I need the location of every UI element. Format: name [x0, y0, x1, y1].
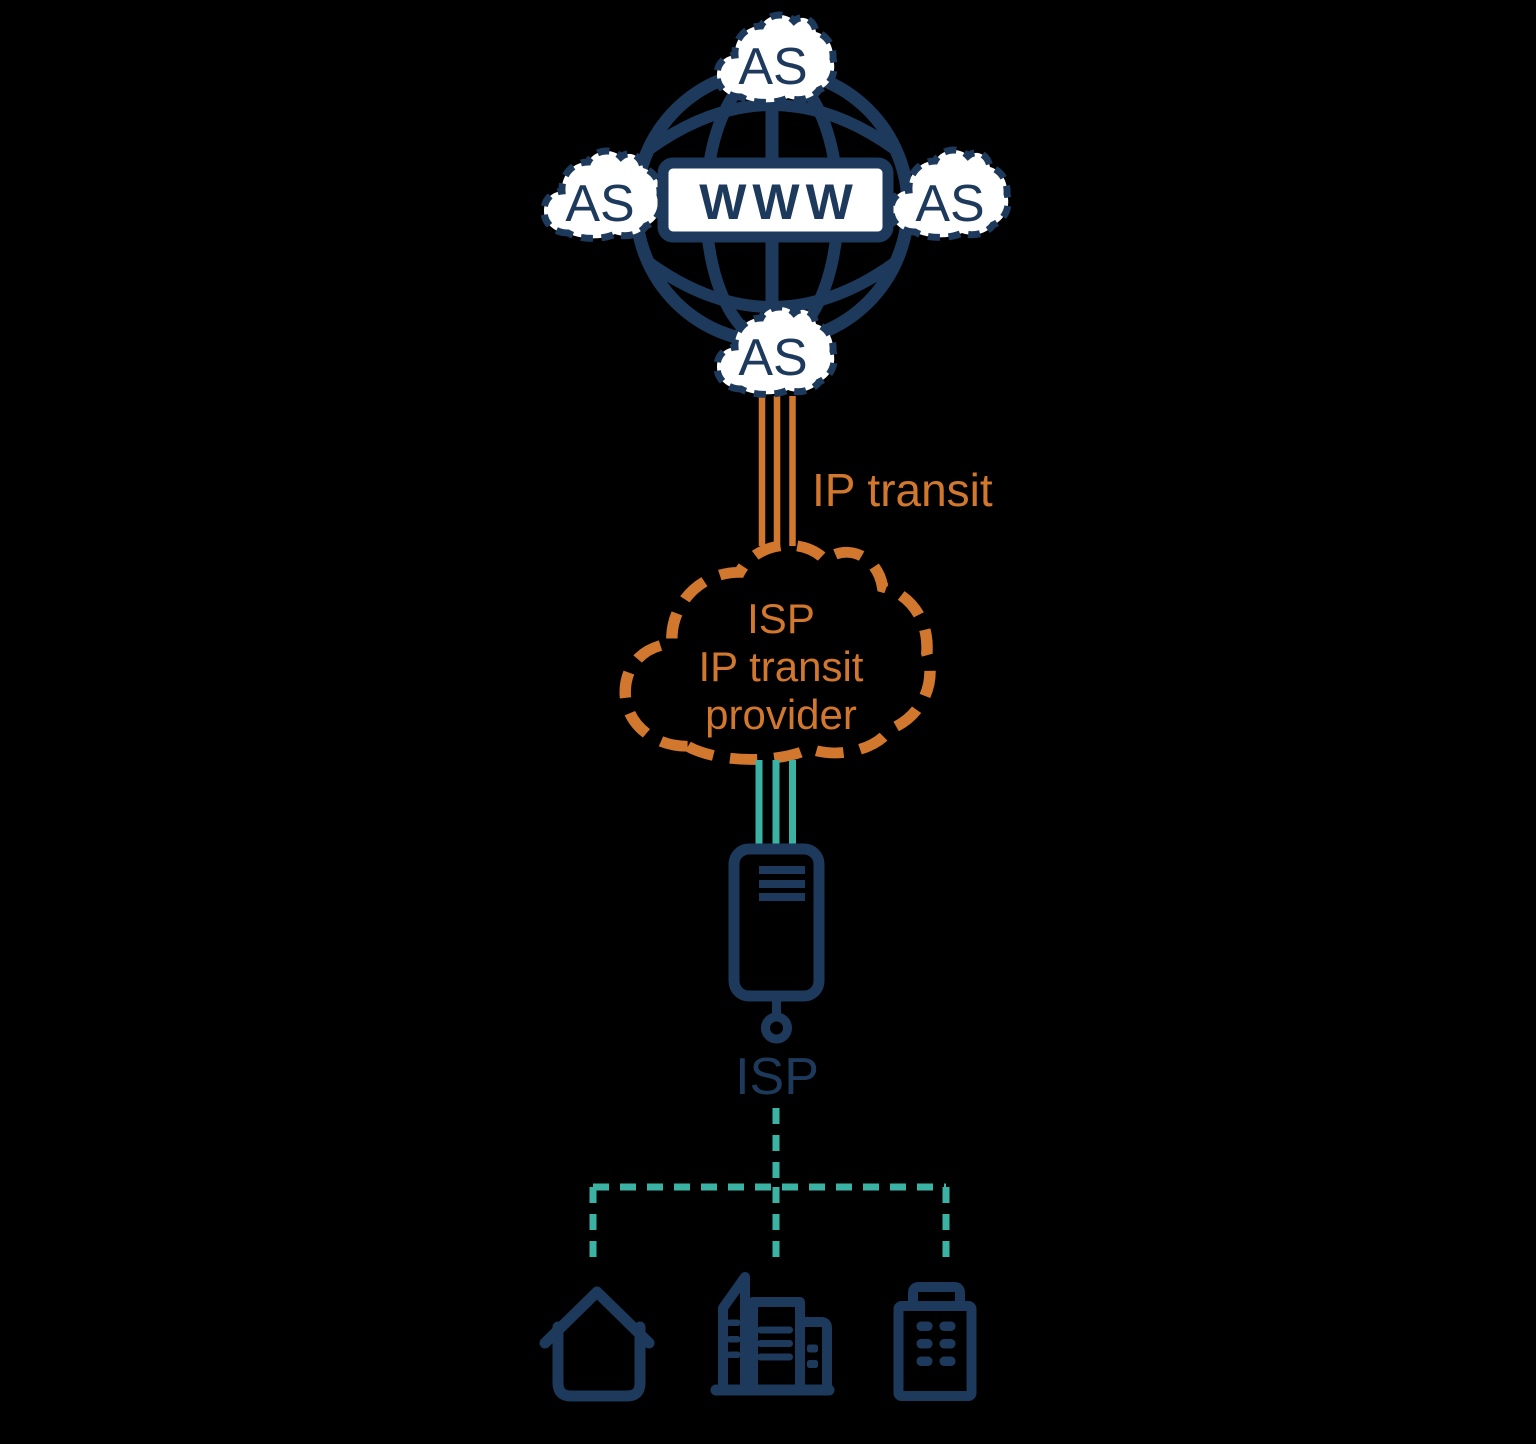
ip-transit-label: IP transit — [812, 464, 993, 516]
as-cloud-label-top: AS — [738, 38, 808, 96]
office-building-icon — [710, 1272, 835, 1396]
office-center-window-3 — [757, 1353, 793, 1361]
office-left-window-2 — [726, 1336, 741, 1343]
www-label: WWW — [699, 174, 859, 230]
globe-top-latitude — [644, 99, 900, 155]
server-port-circle — [761, 1012, 792, 1044]
www-badge — [657, 157, 894, 243]
apartment-window-4 — [939, 1339, 956, 1349]
as-cloud-label-bottom: AS — [738, 329, 808, 387]
transit-provider-cloud-text: ISP IP transit provider — [699, 595, 864, 739]
transit-provider-line-2: IP transit — [698, 643, 864, 690]
apartment-window-6 — [939, 1356, 956, 1366]
office-left-tower — [718, 1272, 750, 1395]
server-icon — [728, 843, 825, 1044]
apartment-window-2 — [939, 1321, 956, 1331]
house-body — [552, 1321, 646, 1402]
office-center-window-1 — [757, 1326, 793, 1334]
apartment-window-5 — [916, 1356, 933, 1366]
apartment-building-icon — [893, 1282, 977, 1401]
house-icon — [539, 1286, 655, 1402]
apartment-roof-cap — [908, 1282, 965, 1311]
transit-provider-line-3: provider — [705, 691, 857, 738]
office-right-window-2 — [807, 1360, 818, 1368]
isp-node-label: ISP — [735, 1048, 819, 1106]
apartment-window-3 — [916, 1339, 933, 1349]
as-cloud-label-right: AS — [915, 175, 985, 233]
as-cloud-label-left: AS — [565, 175, 635, 233]
provider-to-isp-lines — [755, 760, 796, 851]
apartment-body — [893, 1301, 977, 1401]
office-left-window-1 — [726, 1319, 741, 1326]
office-right-window-1 — [807, 1344, 818, 1353]
apartment-window-1 — [916, 1321, 933, 1331]
office-left-window-3 — [726, 1351, 741, 1358]
distribution-lines — [589, 1108, 950, 1268]
transit-provider-line-1: ISP — [747, 595, 815, 642]
office-center-window-2 — [757, 1340, 793, 1347]
ip-transit-lines — [758, 396, 796, 546]
office-right-tower — [795, 1317, 832, 1395]
